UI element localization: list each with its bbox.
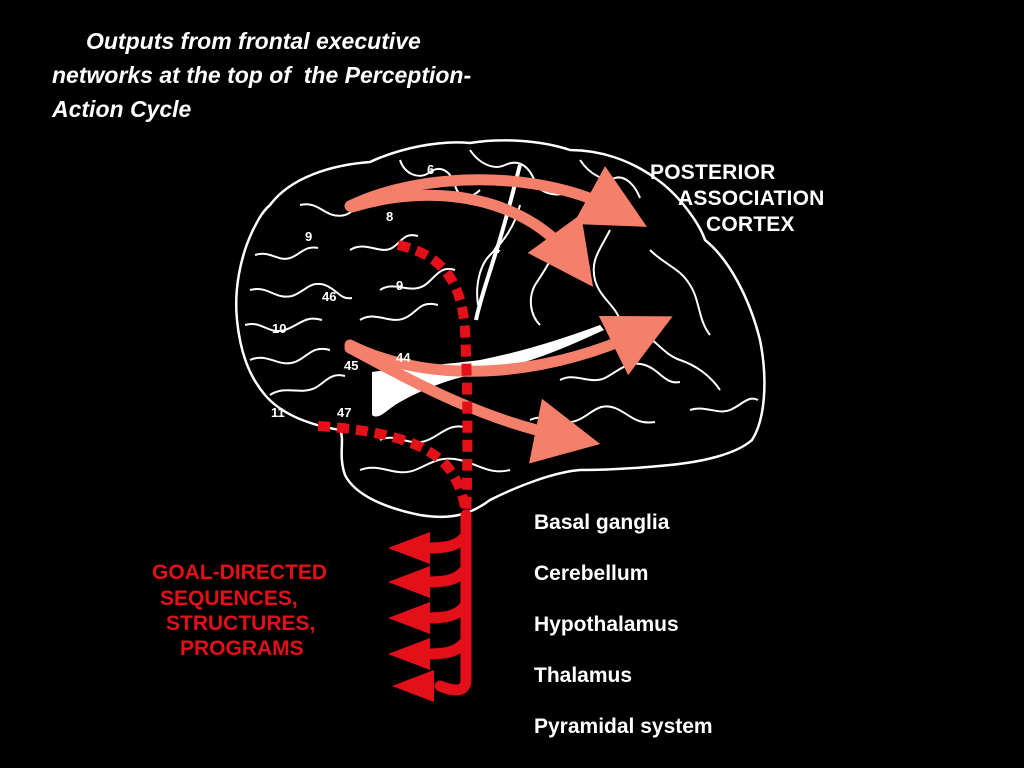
brain-outline (235, 139, 766, 519)
dashed-path-ventral (317, 421, 471, 521)
arrow-8-to-parietal (346, 189, 594, 287)
area-label-8: 8 (386, 209, 393, 224)
cortical-arrows (344, 166, 673, 464)
goal-label-line-2: SEQUENCES, (160, 587, 298, 610)
arrow-45-to-posterior (344, 315, 673, 377)
area-label-45: 45 (344, 358, 358, 373)
goal-arrowheads (388, 532, 434, 702)
area-label-44: 44 (396, 350, 411, 365)
title-line-1: Outputs from frontal executive (86, 28, 421, 54)
descending-output-paths (317, 240, 473, 521)
arrowhead-5 (392, 670, 434, 702)
goal-label-line-1: GOAL-DIRECTED (152, 561, 327, 584)
arrowhead-3 (388, 602, 430, 634)
area-label-4: 4 (493, 241, 501, 256)
posterior-label-line-2: ASSOCIATION (678, 187, 825, 210)
slide-title: Outputs from frontal executive networks … (52, 24, 612, 126)
arrowhead-2 (388, 566, 430, 598)
area-label-9-dorsal: 9 (305, 229, 312, 244)
goal-output-arrows (419, 509, 472, 696)
posterior-label-line-1: POSTERIOR (650, 161, 776, 184)
goal-label-line-4: PROGRAMS (180, 637, 304, 660)
arrowhead-1 (388, 532, 430, 564)
central-sulcus (474, 164, 522, 321)
output-item-hypothalamus: Hypothalamus (534, 613, 679, 636)
subcortical-output-list: Basal ganglia Cerebellum Hypothalamus Th… (534, 506, 713, 761)
output-item-cerebellum: Cerebellum (534, 562, 649, 585)
area-label-47: 47 (337, 405, 351, 420)
title-line-3: Action Cycle (52, 96, 192, 122)
area-label-10: 10 (272, 321, 286, 336)
arrow-45-to-temporal (344, 342, 601, 464)
goal-label-line-3: STRUCTURES, (166, 612, 316, 635)
area-label-46: 46 (322, 289, 336, 304)
dashed-path-dorsal (396, 240, 473, 521)
title-line-2: networks at the top of the Perception- (52, 62, 472, 88)
area-label-9: 9 (396, 278, 403, 293)
posterior-label-line-3: CORTEX (706, 213, 795, 236)
area-label-11: 11 (271, 405, 285, 420)
brodmann-area-labels: 6 8 9 4 9 46 10 45 44 11 47 (271, 162, 501, 420)
output-item-thalamus: Thalamus (534, 664, 633, 687)
output-item-pyramidal-system: Pyramidal system (534, 715, 713, 738)
arrowhead-4 (388, 638, 430, 670)
output-item-basal-ganglia: Basal ganglia (534, 511, 670, 534)
area-label-6: 6 (427, 162, 434, 177)
